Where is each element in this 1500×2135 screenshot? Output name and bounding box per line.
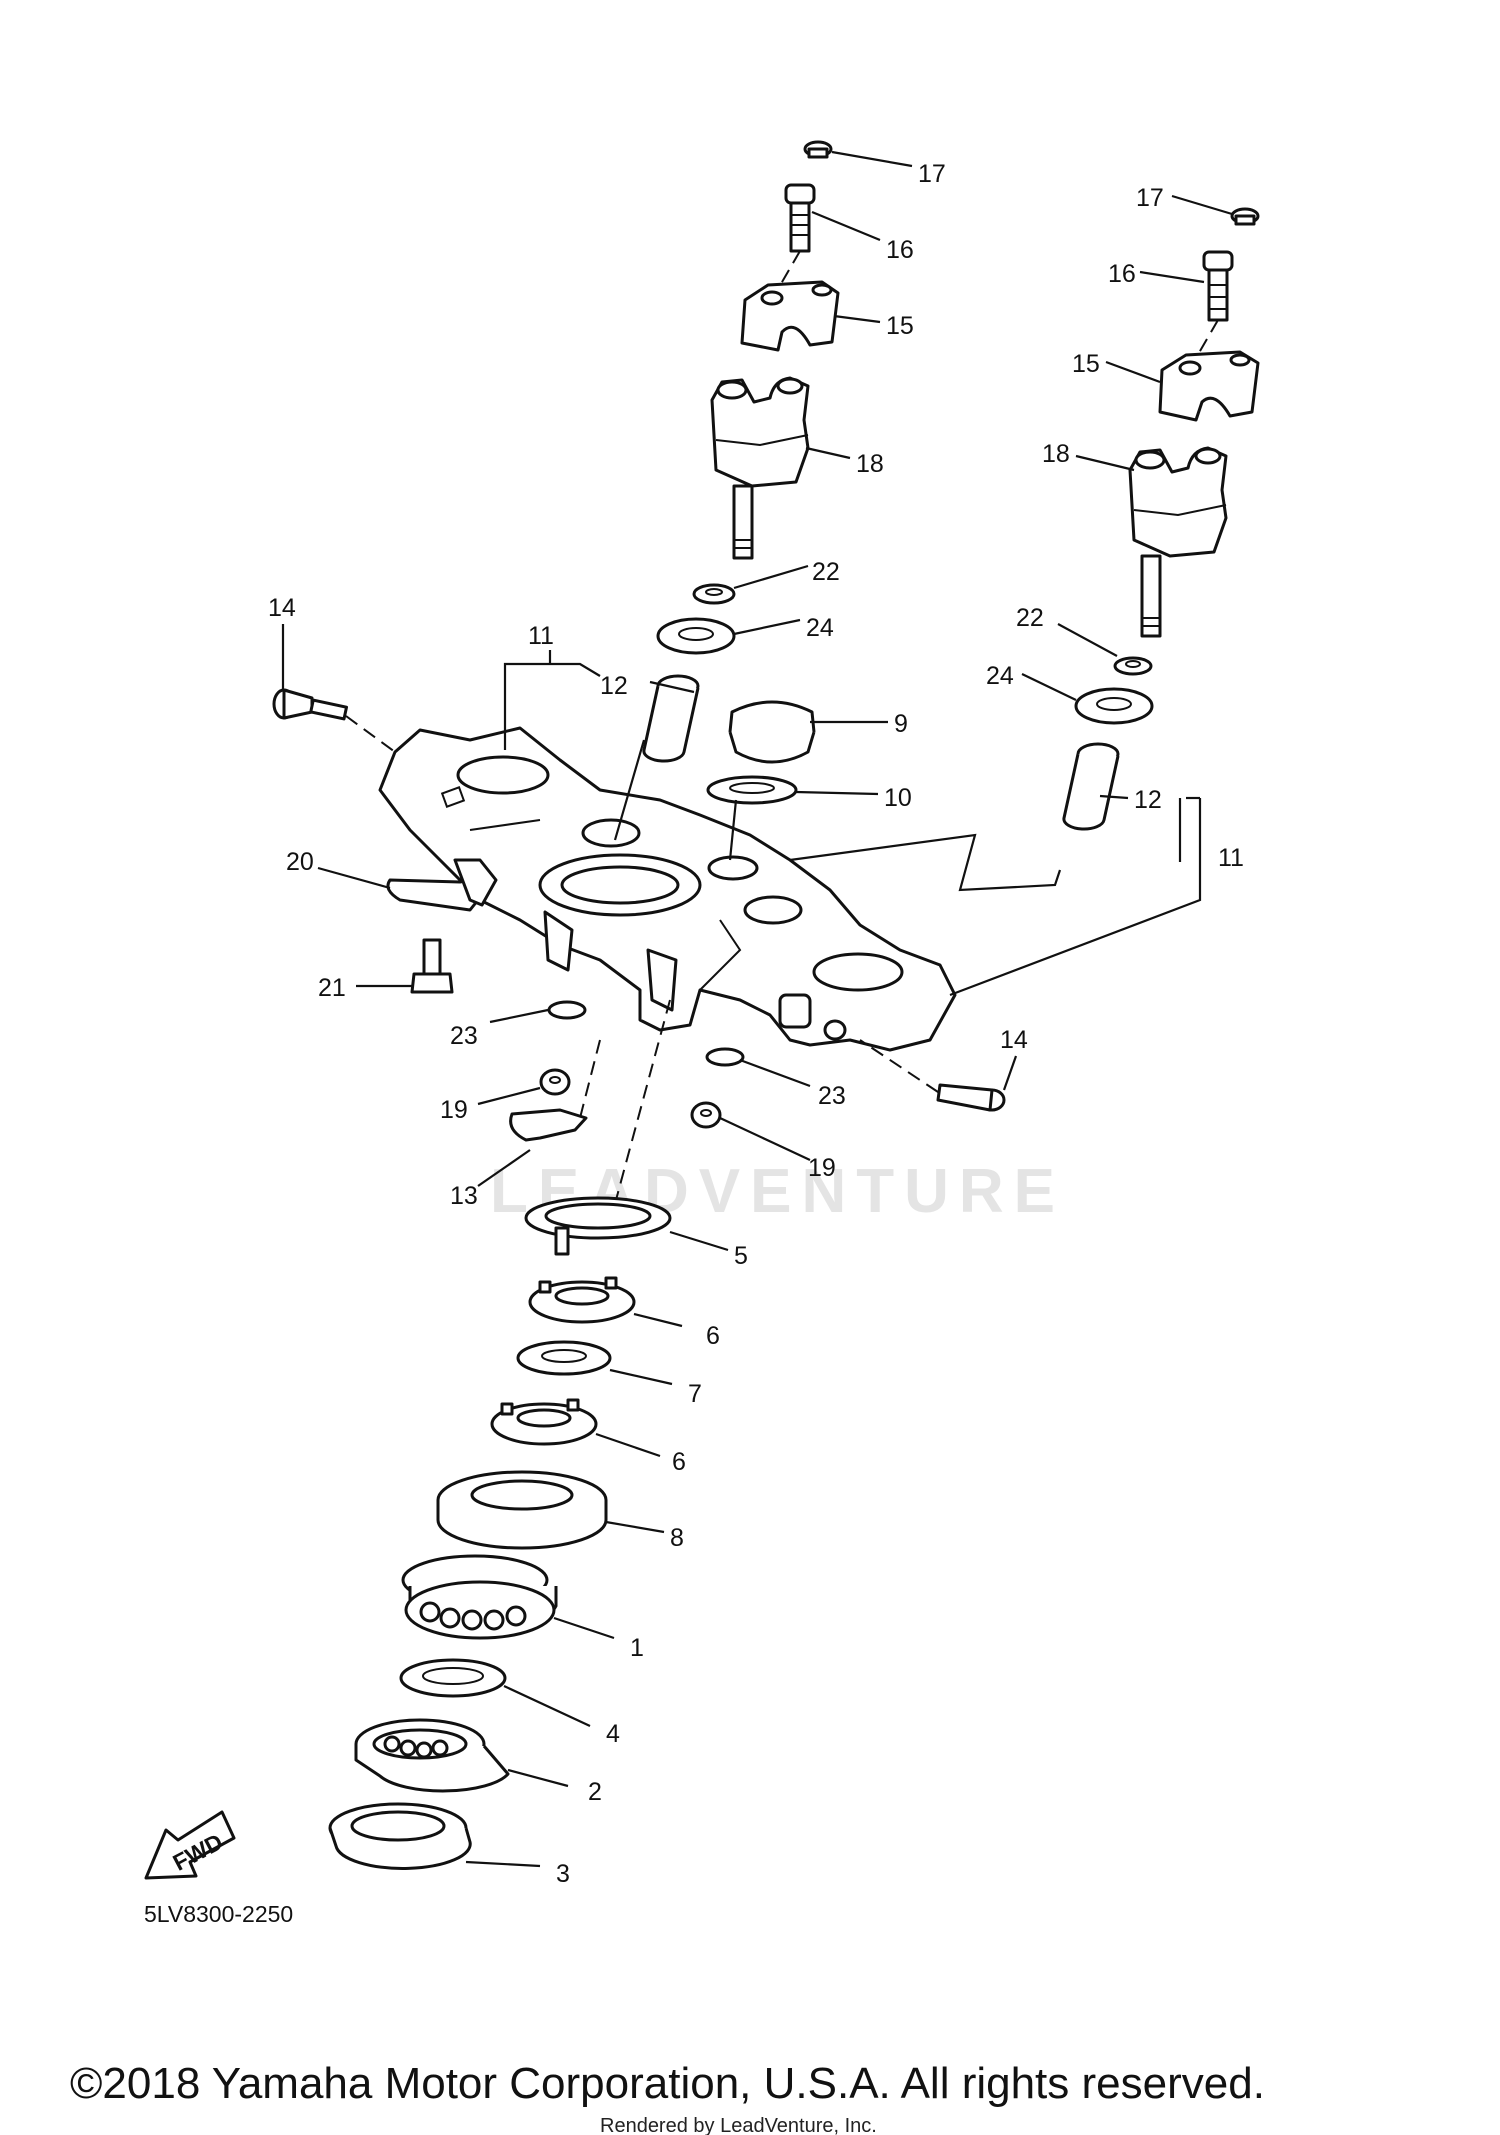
leader-lines — [281, 150, 1233, 1868]
callout-21: 21 — [318, 974, 346, 1002]
callout-12: 12 — [600, 672, 628, 700]
callout-18: 18 — [856, 450, 884, 478]
callout-15: 15 — [1072, 350, 1100, 378]
callout-9: 9 — [894, 710, 908, 738]
callout-19: 19 — [808, 1154, 836, 1182]
callout-4: 4 — [606, 1720, 620, 1748]
cable-clamp — [386, 858, 498, 994]
callout-16: 16 — [1108, 260, 1136, 288]
fwd-arrow-icon: FWD — [144, 1810, 236, 1880]
callout-23: 23 — [450, 1022, 478, 1050]
lower-hardware — [509, 999, 745, 1201]
rendered-by-credit: Rendered by LeadVenture, Inc. — [600, 2115, 877, 2135]
bearing-stack — [328, 1196, 672, 1870]
copyright-notice: ©2018 Yamaha Motor Corporation, U.S.A. A… — [70, 2059, 1265, 2108]
callout-6: 6 — [706, 1322, 720, 1350]
callout-2: 2 — [588, 1778, 602, 1806]
right-riser-assembly — [1062, 207, 1260, 831]
callout-12: 12 — [1134, 786, 1162, 814]
callout-15: 15 — [886, 312, 914, 340]
callout-24: 24 — [986, 662, 1014, 690]
callout-16: 16 — [886, 236, 914, 264]
callout-1: 1 — [630, 1634, 644, 1662]
callout-17: 17 — [918, 160, 946, 188]
callout-6: 6 — [672, 1448, 686, 1476]
callout-24: 24 — [806, 614, 834, 642]
callout-10: 10 — [884, 784, 912, 812]
callout-17: 17 — [1136, 184, 1164, 212]
callout-22: 22 — [1016, 604, 1044, 632]
callout-14: 14 — [1000, 1026, 1028, 1054]
callout-14: 14 — [268, 594, 296, 622]
callout-20: 20 — [286, 848, 314, 876]
callout-18: 18 — [1042, 440, 1070, 468]
callout-5: 5 — [734, 1242, 748, 1270]
callout-11: 11 — [1218, 844, 1244, 872]
callouts: 17 16 15 18 17 16 15 18 22 24 22 24 14 1… — [268, 160, 1244, 1888]
diagram-part-code: 5LV8300-2250 — [144, 1901, 293, 1927]
callout-7: 7 — [688, 1380, 702, 1408]
left-riser-assembly — [642, 140, 840, 763]
pinch-bolts — [272, 688, 1006, 1112]
callout-22: 22 — [812, 558, 840, 586]
callout-11: 11 — [528, 622, 554, 650]
upper-bracket — [378, 726, 957, 1052]
callout-23: 23 — [818, 1082, 846, 1110]
steering-stem-nut — [706, 700, 816, 805]
callout-13: 13 — [450, 1182, 478, 1210]
callout-19: 19 — [440, 1096, 468, 1124]
callout-8: 8 — [670, 1524, 684, 1552]
callout-3: 3 — [556, 1860, 570, 1888]
